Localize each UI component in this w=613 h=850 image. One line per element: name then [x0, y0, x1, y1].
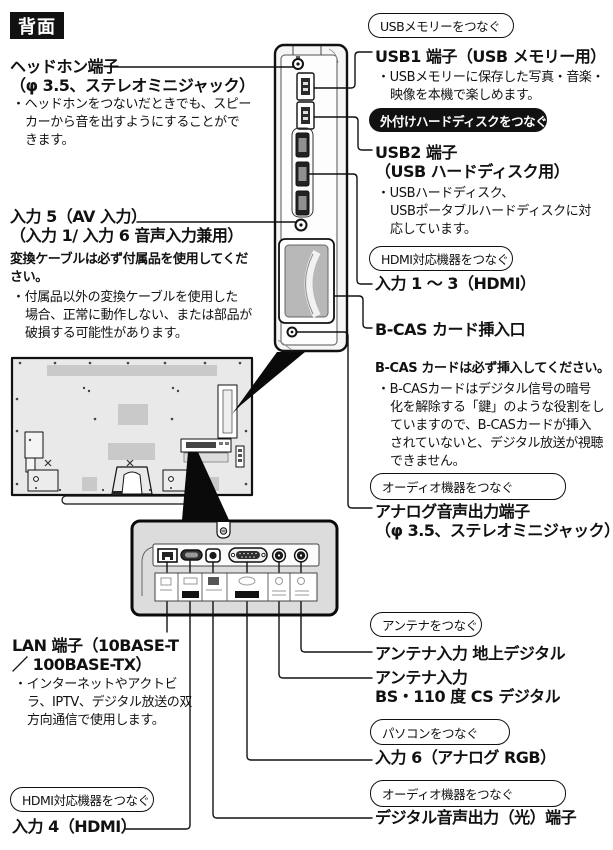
audio-out-jack-icon	[286, 326, 298, 338]
usb2-title: USB2 端子	[375, 143, 457, 162]
arrow-to-bottom-panel	[182, 452, 229, 520]
tv-back-illustration	[10, 356, 254, 505]
input1-3-label: 入力 1 ～ 3（HDMI）	[375, 274, 536, 293]
antenna-bs-label-line2: BS・110 度 CS デジタル	[375, 687, 561, 706]
input5-title: 入力 5（AV 入力）	[10, 207, 147, 226]
connect-hdmi-callout-right: HDMI対応機器をつなぐ	[369, 246, 513, 271]
rf-terrestrial-terminal-icon	[293, 548, 309, 563]
analog-out-title: アナログ音声出力端子	[375, 502, 530, 521]
callout-lines	[109, 51, 373, 830]
usb1-port-icon	[296, 72, 315, 101]
usb2-subtitle: （USB ハードディスク用）	[375, 162, 570, 181]
hdmi-ports-icon	[291, 127, 314, 218]
input5-description: ・付属品以外の変換ケーブルを使用した場合、正常に動作しない、または部品が破損する…	[12, 290, 252, 341]
connect-audio-callout-1: オーディオ機器をつなぐ	[370, 473, 566, 500]
terminal-label-plates	[154, 572, 318, 602]
vent-strip	[47, 365, 217, 376]
cable-clamp-icon	[216, 522, 231, 539]
usb1-title: USB1 端子（USB メモリー用）	[375, 47, 606, 66]
bottom-panel-illustration	[130, 519, 339, 617]
line-ant-bs	[278, 561, 373, 679]
bcas-slot-icon	[278, 238, 335, 324]
bcas-description: ・B-CASカードはデジタル信号の暗号化を解除する「鍵」のような役割をしています…	[377, 382, 605, 469]
hdmi4-port-icon	[180, 549, 203, 561]
bcas-warning: B-CAS カードは必ず挿入してください。	[375, 361, 610, 376]
callout-arrows	[182, 352, 305, 520]
connect-external-hdd-callout: 外付けハードディスクをつなぐ	[369, 108, 548, 132]
rf-bs-terminal-icon	[271, 548, 287, 563]
line-optical	[212, 561, 373, 819]
line-usb1	[313, 51, 373, 89]
usb2-description: ・USBハードディスク、USBポータブルハードディスクに対応しています。	[377, 186, 591, 237]
line-bcas	[333, 295, 373, 329]
line-input6	[246, 561, 373, 761]
input5-subtitle: （入力 1/ 入力 6 音声入力兼用）	[10, 226, 243, 245]
line-analog-out	[296, 331, 373, 509]
page-title: 背面	[10, 12, 64, 39]
connect-hdmi-callout-left: HDMI対応機器をつなぐ	[10, 787, 154, 812]
lan-title: LAN 端子（10BASE-T	[12, 636, 179, 655]
dsub-port-icon	[228, 547, 268, 563]
lan-port-icon	[157, 548, 178, 563]
antenna-terrestrial-label: アンテナ入力 地上デジタル	[375, 644, 566, 663]
lan-description: ・インターネットやアクトビラ、IPTV、デジタル放送の双方向通信で使用します。	[14, 677, 192, 728]
headphone-description: ・ヘッドホンをつないだときでも、スピーカーから音を出すようにすることができます。	[12, 97, 252, 148]
input5-warning: 変換ケーブルは必ず付属品を使用してください。	[10, 252, 248, 285]
bcas-label: B-CAS カード挿入口	[375, 320, 526, 339]
usb1-description: ・USBメモリーに保存した写真・音楽・映像を本機で楽しめます。	[377, 70, 605, 103]
antenna-bs-label-line1: アンテナ入力	[375, 668, 468, 687]
analog-out-subtitle: （φ 3.5、ステレオミニジャック）	[375, 521, 613, 540]
line-input4	[124, 560, 191, 830]
input4-label: 入力 4（HDMI）	[12, 817, 137, 836]
connect-pc-callout: パソコンをつなぐ	[370, 719, 510, 745]
optical-out-label: デジタル音声出力（光）端子	[375, 808, 577, 827]
line-hdmi13	[309, 173, 373, 285]
input6-label: 入力 6（アナログ RGB）	[375, 748, 556, 767]
line-usb2	[313, 116, 373, 151]
headphone-subtitle: （φ 3.5、ステレオミニジャック）	[10, 76, 255, 95]
headphone-jack-icon	[292, 56, 304, 70]
optical-port-icon	[205, 548, 221, 563]
connect-antenna-callout: アンテナをつなぐ	[370, 612, 482, 637]
connect-usb-memory-callout: USBメモリーをつなぐ	[368, 13, 514, 38]
side-panel-illustration	[273, 43, 349, 353]
connect-audio-callout-2: オーディオ機器をつなぐ	[370, 780, 566, 807]
headphone-title: ヘッドホン端子	[10, 57, 119, 76]
usb2-port-icon	[296, 101, 315, 130]
lan-subtitle: ／ 100BASE-TX）	[12, 655, 152, 674]
arrow-to-side-panel	[232, 352, 305, 414]
line-ant-terrestrial	[300, 561, 373, 653]
av-input-jack-icon	[294, 218, 308, 232]
